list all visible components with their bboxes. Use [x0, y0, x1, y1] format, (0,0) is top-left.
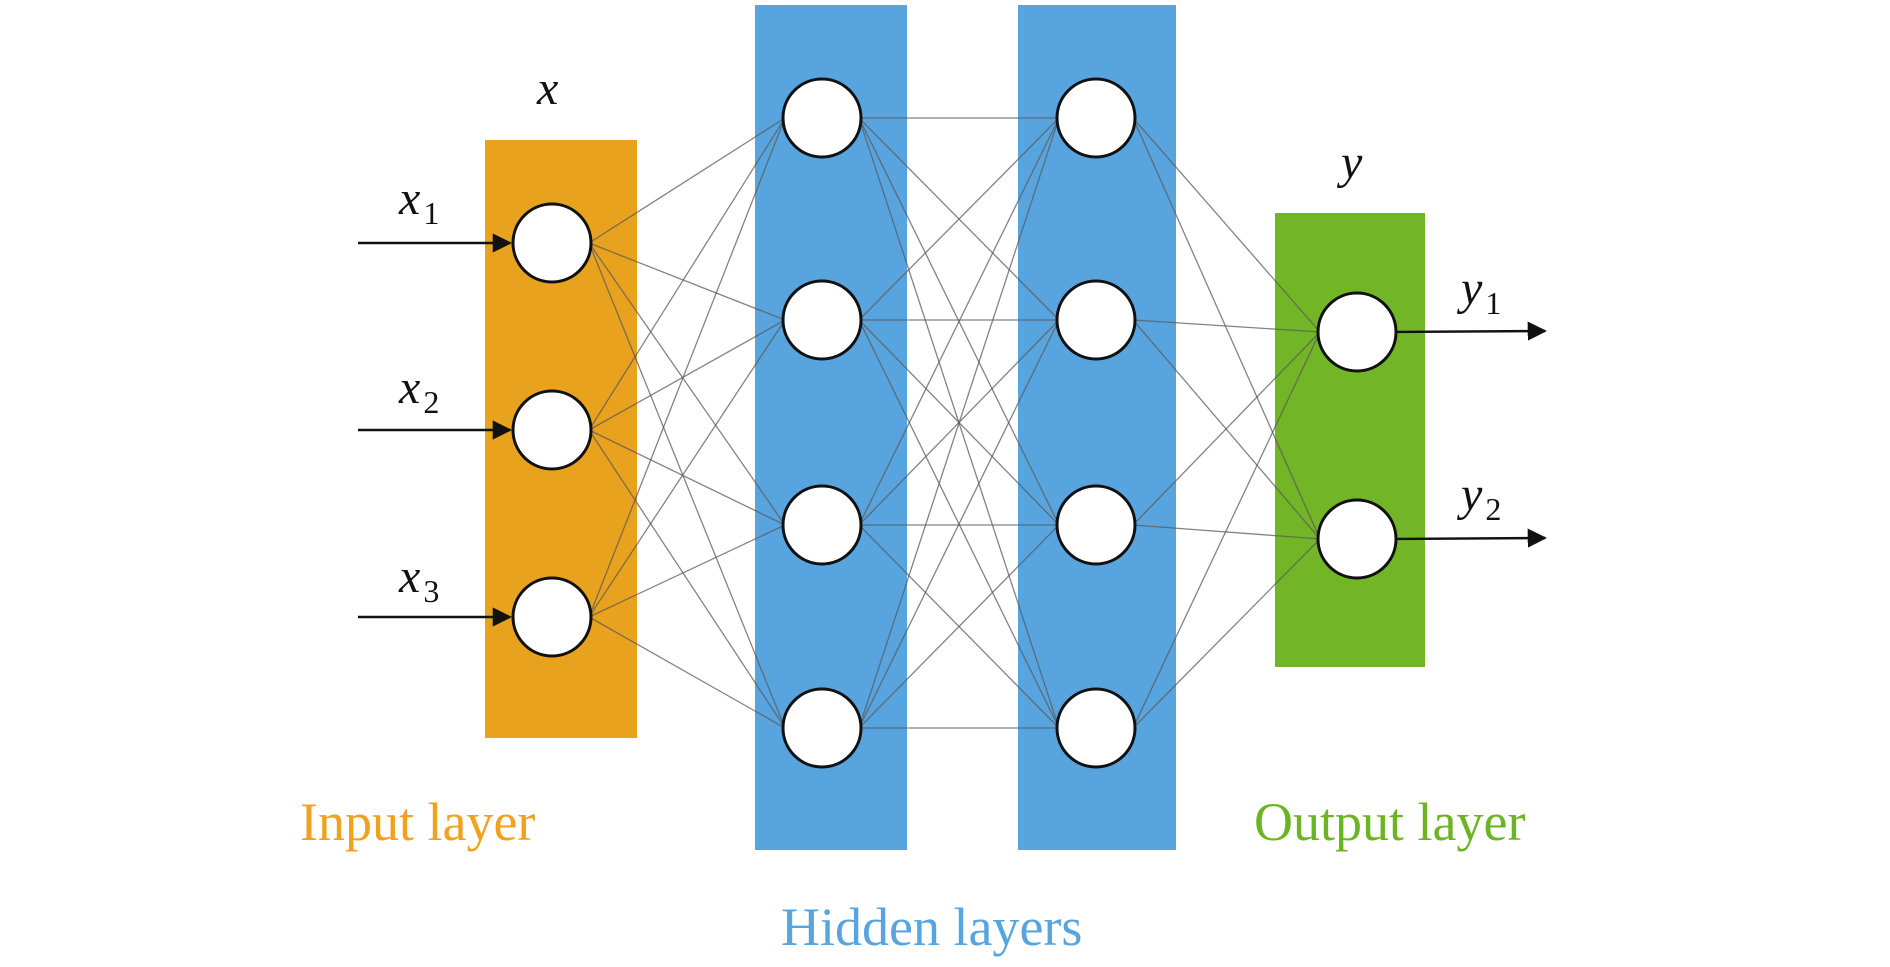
edge-input-1-to-hidden1-3: [588, 242, 786, 526]
edge-input-2-to-hidden1-4: [588, 429, 786, 729]
neuron-nodes: [511, 77, 1398, 769]
edge-hidden2-1-to-output-2: [1132, 117, 1321, 540]
edge-input-3-to-hidden1-4: [588, 616, 786, 729]
hidden2-node-3: [1055, 484, 1137, 566]
input-layer-label: Input layer: [300, 792, 535, 852]
hidden1-node-4: [781, 687, 863, 769]
edge-hidden2-1-to-output-1: [1132, 117, 1321, 333]
edge-hidden2-2-to-output-1: [1133, 319, 1320, 333]
connection-edges: [588, 117, 1321, 729]
output-layer-symbol: y: [1336, 136, 1363, 189]
input-label-x2: x2: [398, 361, 439, 420]
edge-hidden2-3-to-output-2: [1133, 524, 1320, 540]
hidden1-node-1: [781, 77, 863, 159]
output-node-2: [1316, 498, 1398, 580]
hidden2-node-1: [1055, 77, 1137, 159]
input-label-x2-sub: 2: [423, 384, 439, 420]
edge-hidden1-4-to-hidden2-3: [858, 524, 1060, 729]
input-label-x3-main: x: [398, 550, 420, 603]
edge-hidden1-4-to-hidden2-2: [858, 319, 1060, 729]
edge-hidden1-4-to-hidden2-1: [858, 117, 1060, 729]
output-label-y1: y1: [1456, 262, 1501, 321]
edge-hidden2-4-to-output-1: [1132, 331, 1321, 729]
hidden-layer-label: Hidden layers: [781, 897, 1082, 957]
output-arrow-2: [1389, 528, 1547, 548]
input-label-x3: x3: [398, 550, 439, 609]
input-label-x3-sub: 3: [423, 573, 439, 609]
edge-input-2-to-hidden1-3: [588, 429, 786, 526]
edge-input-2-to-hidden1-1: [588, 117, 786, 431]
output-label-y1-main: y: [1456, 262, 1483, 315]
output-label-y2-main: y: [1456, 468, 1483, 521]
edge-input-1-to-hidden1-1: [588, 117, 786, 244]
edge-hidden2-2-to-output-2: [1132, 319, 1321, 540]
edge-input-3-to-hidden1-1: [588, 117, 786, 618]
edge-input-3-to-hidden1-2: [588, 319, 786, 618]
input-node-2: [511, 389, 593, 471]
edge-hidden2-4-to-output-2: [1132, 538, 1321, 729]
edge-input-3-to-hidden1-3: [588, 524, 786, 618]
edge-input-2-to-hidden1-2: [588, 319, 786, 431]
input-label-x2-main: x: [398, 361, 420, 414]
input-node-3: [511, 576, 593, 658]
hidden1-node-2: [781, 279, 863, 361]
edge-hidden1-2-to-hidden2-1: [858, 117, 1060, 321]
output-node-1: [1316, 291, 1398, 373]
output-layer-label: Output layer: [1254, 792, 1525, 852]
hidden2-node-4: [1055, 687, 1137, 769]
hidden1-node-3: [781, 484, 863, 566]
input-label-x1-sub: 1: [423, 195, 439, 231]
output-label-y2-sub: 2: [1485, 491, 1501, 527]
hidden2-node-2: [1055, 279, 1137, 361]
output-label-y1-sub: 1: [1485, 285, 1501, 321]
output-layer-panel: [1275, 213, 1425, 667]
input-node-1: [511, 202, 593, 284]
output-arrow-1: [1389, 321, 1547, 341]
input-label-x1-main: x: [398, 172, 420, 225]
edge-hidden2-3-to-output-1: [1132, 331, 1321, 526]
edge-input-1-to-hidden1-4: [588, 242, 786, 729]
output-label-y2: y2: [1456, 468, 1501, 527]
edge-input-1-to-hidden1-2: [588, 242, 786, 321]
input-label-x1: x1: [398, 172, 439, 231]
input-layer-symbol: x: [536, 62, 558, 115]
edge-hidden1-3-to-hidden2-1: [858, 117, 1060, 526]
